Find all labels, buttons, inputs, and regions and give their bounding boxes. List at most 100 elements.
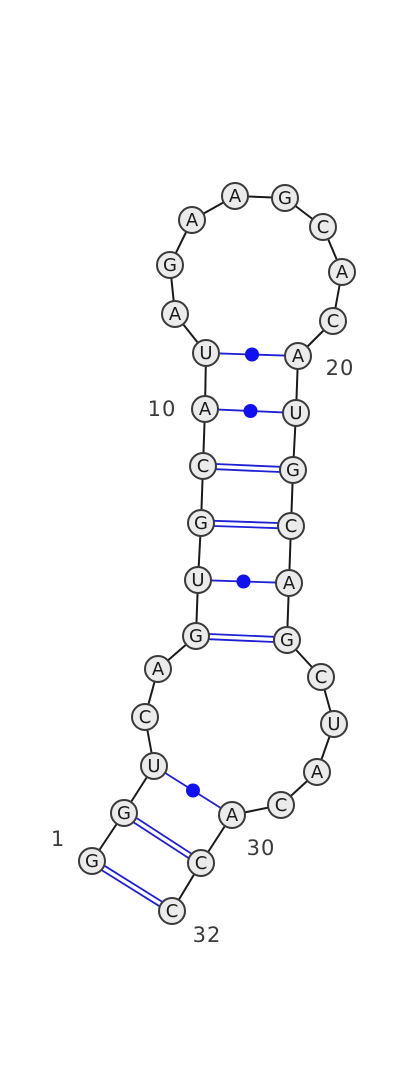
nucleotide-letter: G bbox=[163, 255, 177, 276]
nucleotide-letter: C bbox=[315, 667, 328, 688]
nucleotide-letter: A bbox=[283, 573, 296, 594]
nucleotide-letter: A bbox=[229, 186, 242, 207]
nucleotide-letter: G bbox=[280, 630, 294, 651]
nucleotide-14: A bbox=[178, 206, 206, 234]
nucleotide-13: G bbox=[156, 251, 184, 279]
base-pair-10-21 bbox=[217, 404, 284, 418]
nucleotide-letter: C bbox=[275, 795, 288, 816]
base-pair-9-22 bbox=[215, 463, 281, 473]
nucleotide-31: C bbox=[187, 849, 215, 877]
nucleotide-letter: C bbox=[327, 311, 340, 332]
pair-line bbox=[216, 463, 281, 468]
nucleotide-letter: G bbox=[286, 460, 300, 481]
nucleotide-circle bbox=[218, 801, 246, 829]
nucleotide-26: C bbox=[307, 663, 335, 691]
nucleotide-circle bbox=[319, 307, 347, 335]
nucleotide-10: A bbox=[191, 395, 219, 423]
base-pair-layer bbox=[101, 347, 286, 908]
nucleotide-letter: C bbox=[285, 516, 298, 537]
nucleotide-28: A bbox=[303, 758, 331, 786]
nucleotide-circle bbox=[307, 663, 335, 691]
base-pair-7-24 bbox=[210, 574, 277, 589]
nucleotide-letter: C bbox=[195, 853, 208, 874]
nucleotide-16: G bbox=[271, 184, 299, 212]
nucleotide-21: U bbox=[282, 399, 310, 427]
nucleotide-letter: A bbox=[292, 346, 305, 367]
pair-line bbox=[208, 638, 274, 643]
nucleotide-circle bbox=[161, 300, 189, 328]
nucleotide-letter: G bbox=[117, 803, 131, 824]
nucleotide-circle bbox=[267, 791, 295, 819]
nucleotide-30: A bbox=[218, 801, 246, 829]
base-pair-6-25 bbox=[208, 633, 275, 643]
nucleotide-letter: G bbox=[194, 513, 208, 534]
nucleotide-letter: C bbox=[197, 456, 210, 477]
nucleotide-circle bbox=[110, 799, 138, 827]
nucleotide-circle bbox=[191, 395, 219, 423]
nucleotide-circle bbox=[187, 509, 215, 537]
nucleotide-20: A bbox=[284, 342, 312, 370]
base-pair-8-23 bbox=[213, 519, 279, 530]
nucleotide-29: C bbox=[267, 791, 295, 819]
base-pair-2-31 bbox=[132, 817, 193, 859]
nucleotide-circle bbox=[140, 752, 168, 780]
nucleotide-27: U bbox=[320, 710, 348, 738]
nucleotide-circle bbox=[282, 399, 310, 427]
nucleotide-letter: U bbox=[191, 570, 204, 591]
nucleotide-letter: U bbox=[147, 756, 160, 777]
nucleotide-circle bbox=[309, 213, 337, 241]
nucleotide-letter: C bbox=[166, 901, 179, 922]
nucleotide-letter: A bbox=[336, 262, 349, 283]
nucleotide-letter: A bbox=[311, 762, 324, 783]
pair-line bbox=[101, 869, 161, 908]
nucleotide-circle bbox=[178, 206, 206, 234]
nucleotide-22: G bbox=[279, 456, 307, 484]
nucleotide-circle bbox=[273, 626, 301, 654]
nucleotide-circle bbox=[156, 251, 184, 279]
wobble-pair-dot bbox=[245, 347, 259, 362]
position-label-30: 30 bbox=[247, 836, 276, 860]
nucleotide-letter: A bbox=[186, 210, 199, 231]
nucleotide-17: C bbox=[309, 213, 337, 241]
nucleotide-23: C bbox=[277, 512, 305, 540]
position-label-1: 1 bbox=[51, 827, 65, 851]
nucleotide-9: C bbox=[189, 452, 217, 480]
nucleotide-4: C bbox=[131, 703, 159, 731]
wobble-pair-dot bbox=[236, 574, 251, 589]
base-pair-11-20 bbox=[218, 347, 286, 362]
nucleotide-2: G bbox=[110, 799, 138, 827]
wobble-pair-dot bbox=[243, 404, 258, 418]
pair-line bbox=[135, 817, 193, 855]
pair-line bbox=[214, 519, 279, 524]
nucleotide-8: G bbox=[187, 509, 215, 537]
nucleotide-circle bbox=[189, 452, 217, 480]
nucleotide-25: G bbox=[273, 626, 301, 654]
nucleotide-letter: U bbox=[199, 343, 212, 364]
nucleotide-circle bbox=[279, 456, 307, 484]
nucleotide-circle bbox=[221, 182, 249, 210]
nucleotide-3: U bbox=[140, 752, 168, 780]
nucleotide-1: G bbox=[78, 847, 106, 875]
nucleotide-circle bbox=[131, 703, 159, 731]
nucleotide-letter: G bbox=[278, 188, 292, 209]
nucleotide-circle bbox=[158, 897, 186, 925]
nucleotide-6: G bbox=[182, 622, 210, 650]
nucleotide-letter: U bbox=[327, 714, 340, 735]
nucleotide-letter: C bbox=[139, 707, 152, 728]
nucleotide-circle bbox=[192, 339, 220, 367]
base-pair-3-30 bbox=[164, 772, 222, 809]
wobble-pair-dot bbox=[186, 783, 200, 798]
pair-line bbox=[213, 525, 278, 530]
base-pair-1-32 bbox=[101, 864, 163, 908]
nucleotide-12: A bbox=[161, 300, 189, 328]
nucleotide-circle bbox=[328, 258, 356, 286]
position-label-20: 20 bbox=[326, 356, 355, 380]
nucleotide-24: A bbox=[275, 569, 303, 597]
nucleotide-letter: A bbox=[152, 659, 165, 680]
nucleotide-7: U bbox=[184, 566, 212, 594]
nucleotide-letter: A bbox=[169, 304, 182, 325]
